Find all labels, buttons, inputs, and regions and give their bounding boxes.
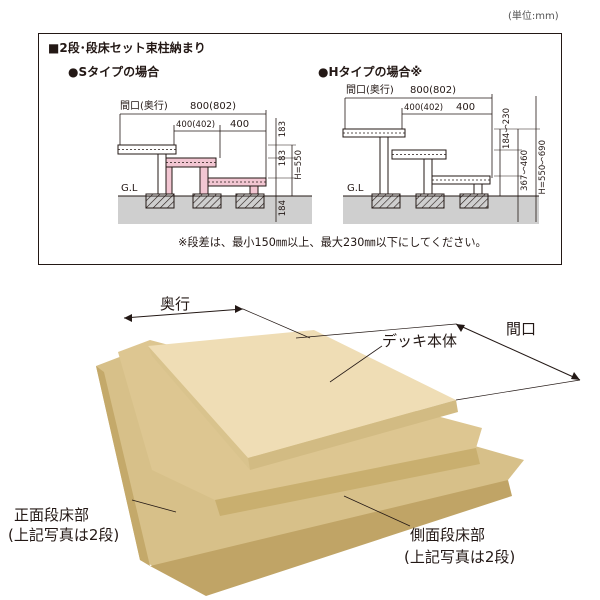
front-step-note: (上記写真は2段) <box>8 526 120 544</box>
h-width-right: 400 <box>456 102 476 113</box>
depth-line <box>123 308 244 319</box>
s-width-total: 800(802) <box>190 101 236 112</box>
deck-body-label: デッキ本体 <box>382 332 458 350</box>
s-width-left: 400(402) <box>176 120 216 130</box>
front-step-title: 正面段床部 <box>14 506 90 524</box>
unit-label: (単位:mm) <box>508 11 559 22</box>
h-type-title: ●Hタイプの場合※ <box>318 65 423 79</box>
panel-note: ※段差は、最小150㎜以上、最大230㎜以下にしてください。 <box>178 236 487 249</box>
frontage-line <box>455 323 581 381</box>
h-width-label: 間口(奥行) <box>346 85 394 96</box>
panel-heading: ■2段･段床セット束柱納まり <box>48 41 206 55</box>
s-ground-label: G.L <box>121 183 138 194</box>
s-width-label: 間口(奥行) <box>120 101 168 112</box>
s-step2-post <box>249 185 259 195</box>
front-step-leader <box>131 499 177 513</box>
h-main-post <box>379 136 389 195</box>
deck-body-leader <box>329 345 383 383</box>
h-width-total: 800(802) <box>410 85 456 96</box>
frontage-label: 間口 <box>506 320 537 338</box>
h-ground-label: G.L <box>347 183 364 194</box>
s-type-title: ●Sタイプの場合 <box>68 65 160 79</box>
side-step-leader <box>343 495 411 527</box>
h-step2-post <box>473 183 483 195</box>
depth-label: 奥行 <box>160 295 191 313</box>
detail-panel <box>38 33 562 265</box>
s-width-right: 400 <box>230 119 250 130</box>
deck-body-top <box>148 330 456 458</box>
s-step1-post-b <box>165 166 173 195</box>
side-step-note: (上記写真は2段) <box>404 548 516 566</box>
h-width-left: 400(402) <box>404 103 444 113</box>
side-step-title: 側面段床部 <box>410 526 486 544</box>
